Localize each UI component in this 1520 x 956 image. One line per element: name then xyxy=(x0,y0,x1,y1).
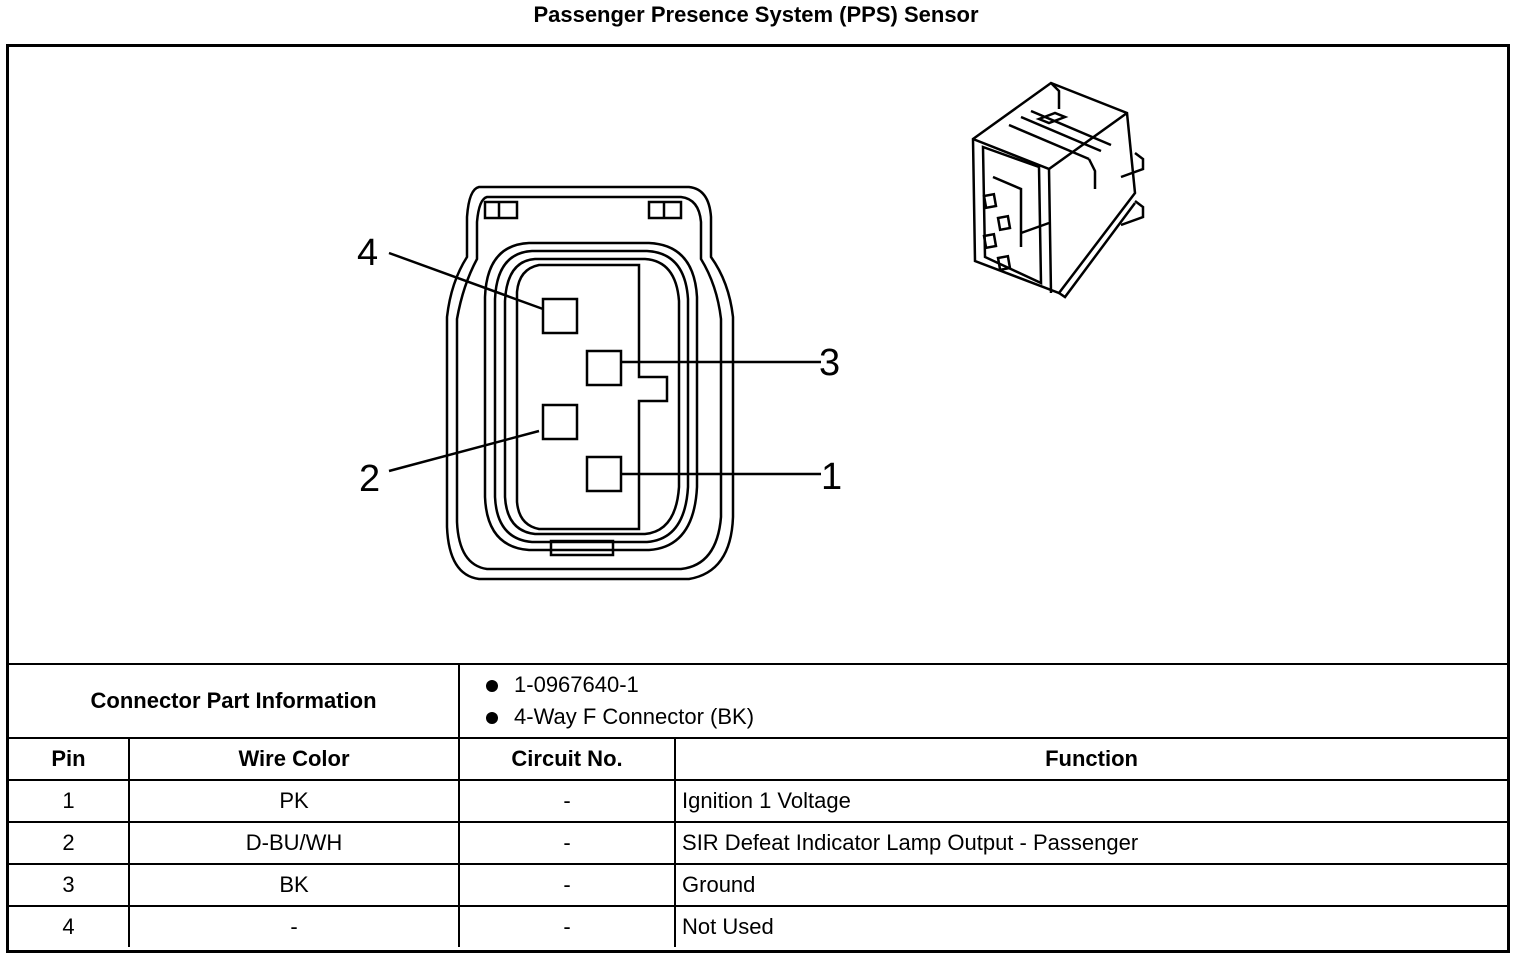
pin-cavity-2 xyxy=(541,403,579,441)
pin-callout-3: 3 xyxy=(819,342,840,384)
table-row: 2 D-BU/WH - SIR Defeat Indicator Lamp Ou… xyxy=(9,821,1508,865)
pin-callout-4: 4 xyxy=(357,232,378,274)
cell-function: Not Used xyxy=(674,905,1508,947)
pin-cavity-1 xyxy=(585,455,623,493)
diagram-title: Passenger Presence System (PPS) Sensor xyxy=(533,2,979,27)
pin-table-header: Pin Wire Color Circuit No. Function xyxy=(9,737,1508,781)
table-row: 3 BK - Ground xyxy=(9,863,1508,907)
cell-circuit: - xyxy=(458,821,677,865)
table-row: 1 PK - Ignition 1 Voltage xyxy=(9,779,1508,823)
cavity-insert xyxy=(515,263,669,531)
pin-cavity-4 xyxy=(541,297,579,335)
part-info-item: 1-0967640-1 xyxy=(484,669,1507,701)
connector-shell-inner xyxy=(455,195,723,571)
callout-leader-4 xyxy=(388,251,544,311)
cell-pin: 2 xyxy=(9,821,130,865)
cell-circuit: - xyxy=(458,779,677,823)
cell-circuit: - xyxy=(458,905,677,947)
cell-circuit: - xyxy=(458,863,677,907)
cell-wire-color: D-BU/WH xyxy=(127,821,461,865)
cell-wire-color: PK xyxy=(127,779,461,823)
bottom-key-slot xyxy=(549,539,615,557)
header-function: Function xyxy=(674,737,1508,781)
part-info-item: 4-Way F Connector (BK) xyxy=(484,701,1507,733)
cell-wire-color: - xyxy=(127,905,461,947)
connector-part-info-label: Connector Part Information xyxy=(9,663,461,739)
header-circuit: Circuit No. xyxy=(458,737,677,781)
connector-part-info-values: 1-0967640-1 4-Way F Connector (BK) xyxy=(458,663,1508,739)
cell-function: SIR Defeat Indicator Lamp Output - Passe… xyxy=(674,821,1508,865)
pin-callout-1: 1 xyxy=(821,456,842,498)
cell-function: Ignition 1 Voltage xyxy=(674,779,1508,823)
pin-cavity-3 xyxy=(585,349,623,387)
callout-leader-2 xyxy=(388,429,540,473)
cell-pin: 3 xyxy=(9,863,130,907)
cell-wire-color: BK xyxy=(127,863,461,907)
seal-ring-outer xyxy=(483,241,699,552)
diagram-frame: 4 3 2 1 xyxy=(6,44,1510,953)
header-pin: Pin xyxy=(9,737,130,781)
table-row: 4 - - Not Used xyxy=(9,905,1508,947)
connector-drawing: 4 3 2 1 xyxy=(357,81,1145,581)
seal-ring-inner xyxy=(503,257,681,536)
connector-part-info-row: Connector Part Information 1-0967640-1 4… xyxy=(9,663,1508,739)
pin-callout-2: 2 xyxy=(359,458,380,500)
cell-pin: 1 xyxy=(9,779,130,823)
connector-outer-shell xyxy=(445,185,735,581)
connector-face-view xyxy=(388,185,821,581)
connector-info-table: Connector Part Information 1-0967640-1 4… xyxy=(9,663,1508,947)
cell-pin: 4 xyxy=(9,905,130,947)
latch-tab-left xyxy=(483,200,519,220)
seal-ring-middle xyxy=(493,249,690,544)
cell-function: Ground xyxy=(674,863,1508,907)
header-wire-color: Wire Color xyxy=(127,737,461,781)
connector-diagram-area: 4 3 2 1 xyxy=(9,47,1507,663)
connector-isometric-view xyxy=(971,81,1145,299)
